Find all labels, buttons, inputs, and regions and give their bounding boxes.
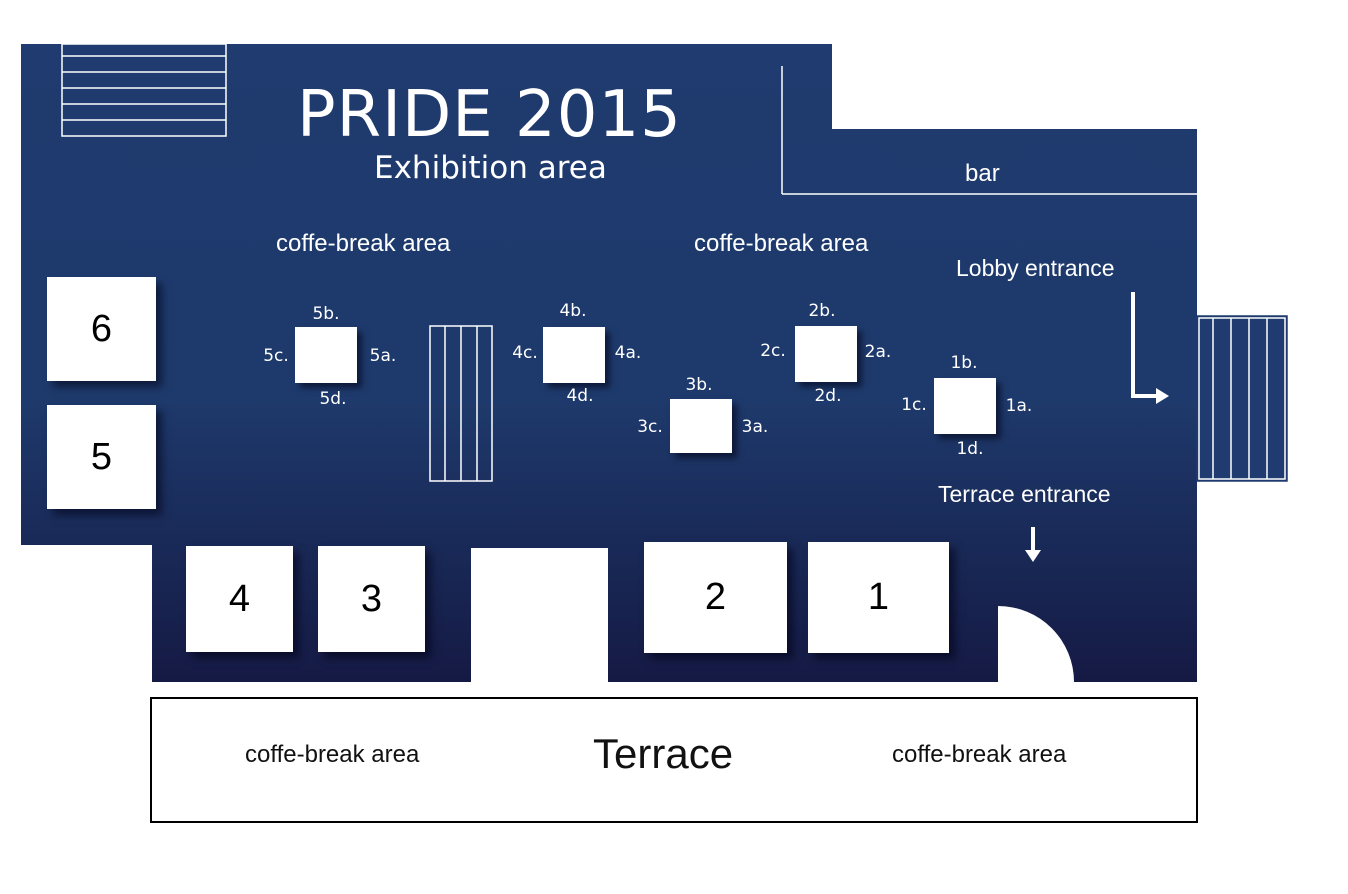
terrace-arrow-icon [1025, 527, 1041, 562]
table-1[interactable] [934, 378, 996, 434]
lobby-arrow-icon [1131, 292, 1169, 404]
stairs-center [429, 325, 493, 482]
table-1b-label: 1b. [950, 353, 978, 373]
page-title: PRIDE 2015 [297, 78, 682, 152]
booth-1[interactable]: 1 [808, 542, 949, 653]
coffee-break-label-right: coffe-break area [694, 230, 869, 257]
terrace-label: Terrace [593, 730, 734, 777]
table-2c-label: 2c. [760, 341, 786, 361]
table-4d-label: 4d. [566, 386, 594, 406]
table-3b-label: 3b. [685, 375, 713, 395]
table-1d-label: 1d. [956, 439, 984, 459]
table-4b-label: 4b. [559, 301, 587, 321]
terrace-coffee-break-label-right: coffe-break area [892, 741, 1067, 768]
table-5[interactable] [295, 327, 357, 383]
booth-4[interactable]: 4 [186, 546, 293, 652]
stairs-lobby [1196, 315, 1288, 482]
table-4a-label: 4a. [614, 343, 642, 363]
booth-6[interactable]: 6 [47, 277, 156, 381]
coffee-break-label-left: coffe-break area [276, 230, 451, 257]
table-2b-label: 2b. [808, 301, 836, 321]
table-1a-label: 1a. [1005, 396, 1033, 416]
table-2d-label: 2d. [814, 386, 842, 406]
table-2a-label: 2a. [864, 342, 892, 362]
terrace-entrance-label: Terrace entrance [938, 481, 1111, 507]
table-4[interactable] [543, 327, 605, 383]
table-2[interactable] [795, 326, 857, 382]
stairs-top [61, 43, 227, 137]
table-5d-label: 5d. [319, 389, 347, 409]
booth-3[interactable]: 3 [318, 546, 425, 652]
table-1c-label: 1c. [901, 395, 927, 415]
booth-5[interactable]: 5 [47, 405, 156, 509]
table-5c-label: 5c. [263, 346, 289, 366]
exhibition-floor [21, 44, 1197, 682]
terrace-area [150, 697, 1198, 823]
table-5b-label: 5b. [312, 304, 340, 324]
page-subtitle: Exhibition area [374, 150, 607, 186]
table-4c-label: 4c. [512, 343, 538, 363]
table-5a-label: 5a. [369, 346, 397, 366]
bar-label: bar [965, 160, 1000, 187]
lobby-entrance-label: Lobby entrance [956, 255, 1115, 281]
table-3a-label: 3a. [741, 417, 769, 437]
table-3[interactable] [670, 399, 732, 453]
terrace-coffee-break-label-left: coffe-break area [245, 741, 420, 768]
booth-2[interactable]: 2 [644, 542, 787, 653]
table-3c-label: 3c. [637, 417, 663, 437]
bar-counter [781, 66, 1197, 195]
